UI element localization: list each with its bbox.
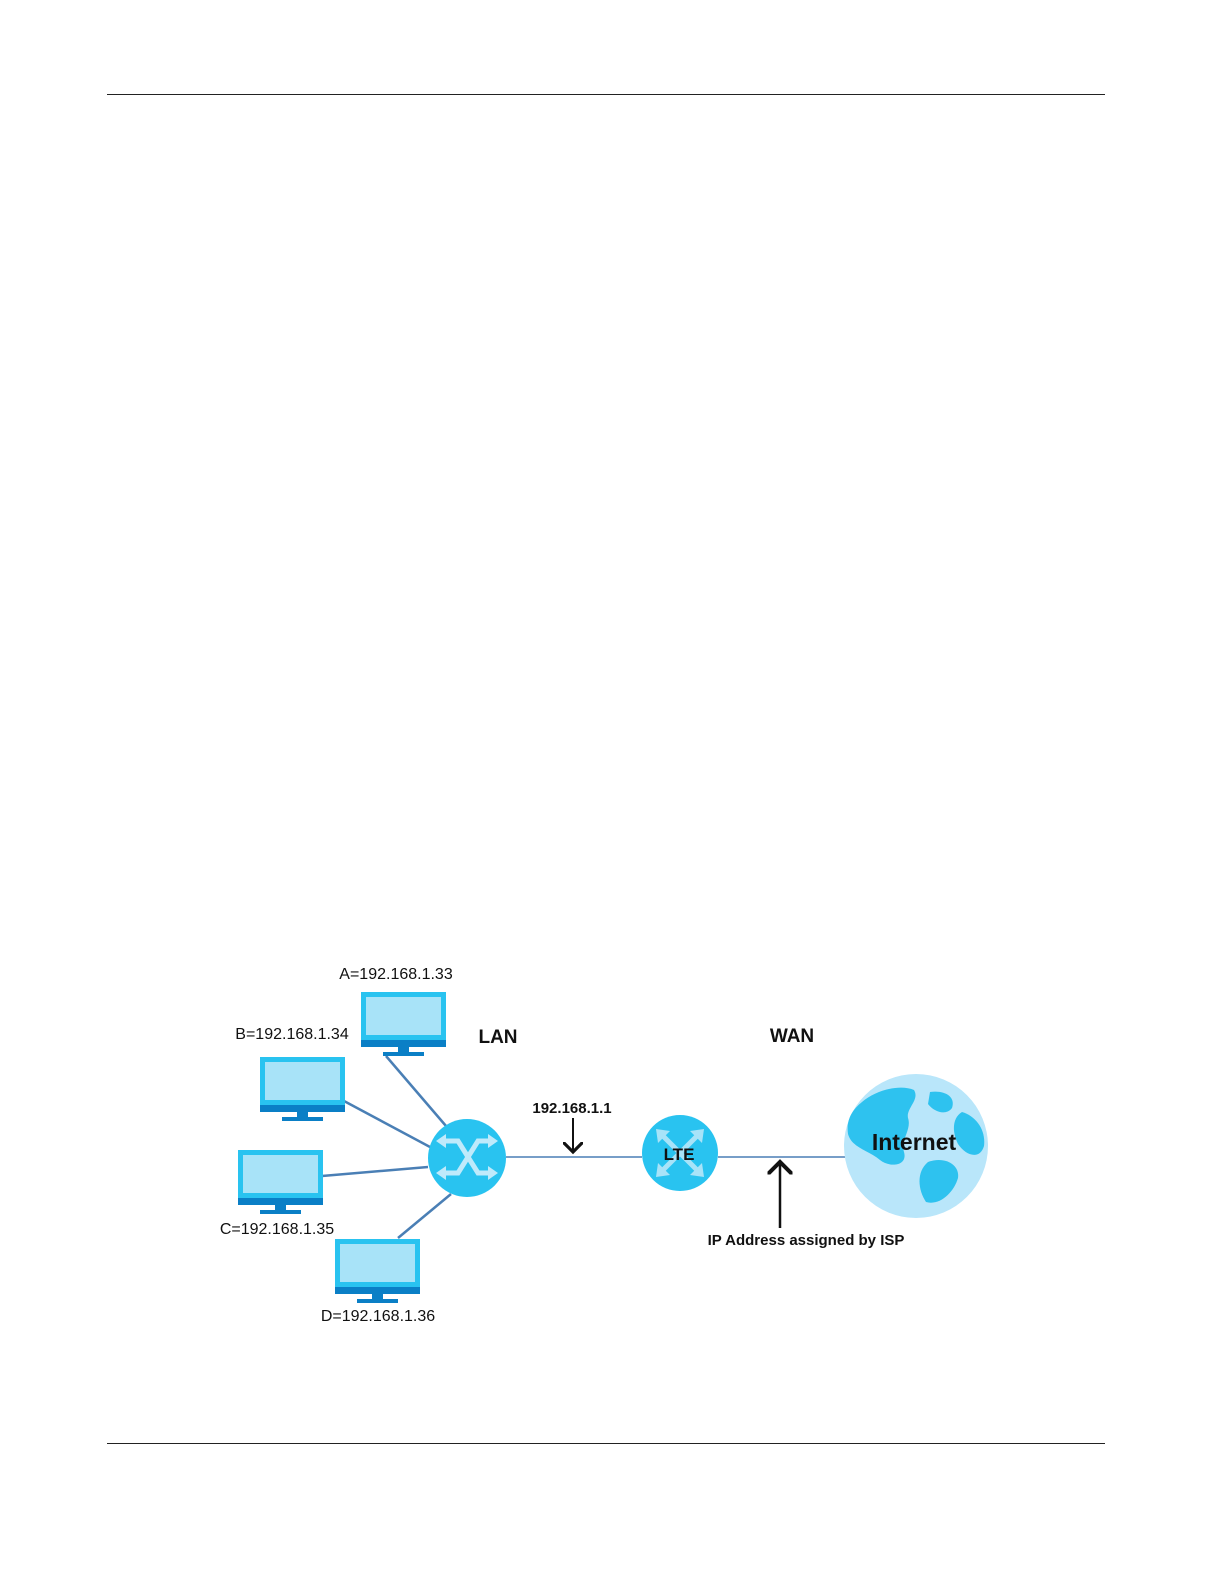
lte-label: LTE [664, 1145, 695, 1164]
link-a-router [386, 1056, 446, 1126]
lan-label: LAN [478, 1027, 517, 1048]
computer-a-icon [361, 992, 446, 1056]
link-c-router [322, 1167, 428, 1176]
wan-label: WAN [770, 1026, 814, 1047]
internet-label: Internet [872, 1129, 957, 1155]
link-b-router [344, 1101, 430, 1147]
router-icon [428, 1119, 506, 1197]
computer-b-icon [260, 1057, 345, 1121]
computer-c-label: C=192.168.1.35 [220, 1221, 334, 1238]
computer-d-icon [335, 1239, 420, 1303]
computer-d-label: D=192.168.1.36 [321, 1308, 435, 1325]
isp-note-label: IP Address assigned by ISP [708, 1232, 905, 1249]
link-d-router [398, 1194, 451, 1238]
computer-a-label: A=192.168.1.33 [339, 966, 453, 983]
computer-c-icon [238, 1150, 323, 1214]
router-lan-ip-label: 192.168.1.1 [532, 1100, 611, 1117]
computer-b-label: B=192.168.1.34 [235, 1026, 349, 1043]
